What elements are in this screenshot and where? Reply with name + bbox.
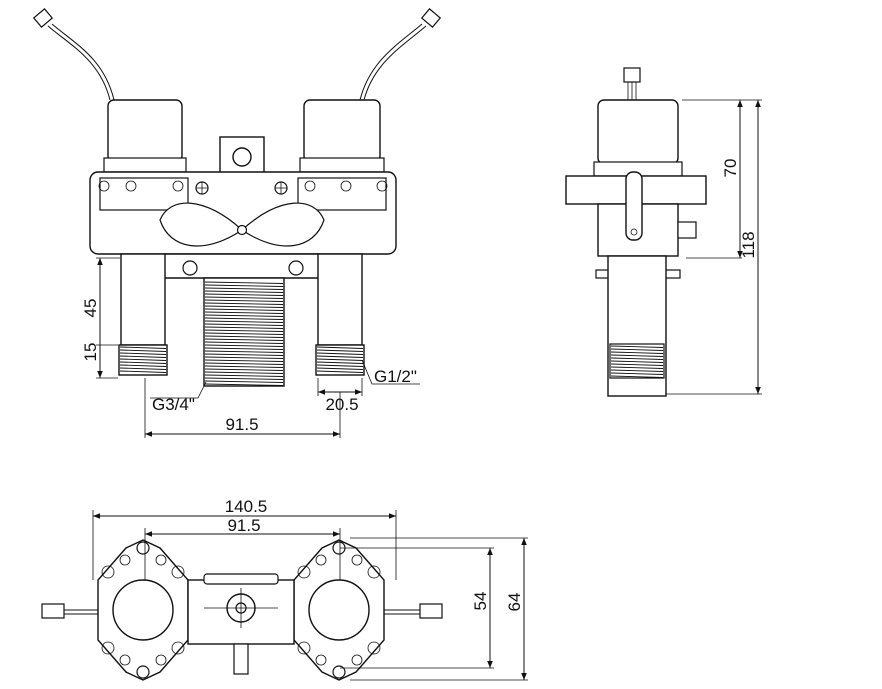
thread-line xyxy=(204,341,284,344)
thread-line xyxy=(316,358,364,361)
thread-line xyxy=(610,369,664,372)
thread-line xyxy=(316,361,364,364)
thread-line xyxy=(204,371,284,374)
side-view: 70 118 xyxy=(565,67,762,397)
dim-118-label: 118 xyxy=(739,231,758,258)
left-wire xyxy=(32,8,115,101)
thread-line xyxy=(204,353,284,356)
front-dimensions: 45 15 91.5 20.5 G3/4" G1/2" xyxy=(81,257,420,438)
dim-91-5-top-label: 91.5 xyxy=(227,516,260,535)
center-body-top xyxy=(187,573,295,675)
thread-line xyxy=(610,363,664,366)
left-valve-top xyxy=(97,539,189,681)
thread-line xyxy=(316,349,364,352)
thread-line xyxy=(119,364,167,367)
thread-line xyxy=(204,305,284,308)
thread-line xyxy=(204,317,284,320)
thread-line xyxy=(119,349,167,352)
thread-line xyxy=(204,362,284,365)
thread-line xyxy=(204,329,284,332)
thread-line xyxy=(204,350,284,353)
thread-line xyxy=(204,284,284,287)
thread-line xyxy=(119,346,167,349)
thread-line xyxy=(316,352,364,355)
thread-line xyxy=(316,370,364,373)
thread-line xyxy=(204,359,284,362)
thread-g1-2-label: G1/2" xyxy=(374,367,417,386)
dim-54-label: 54 xyxy=(471,592,490,611)
center-inlet-pipe xyxy=(203,277,285,387)
thread-g3-4-label: G3/4" xyxy=(152,395,195,414)
top-view: 140.5 91.5 54 64 xyxy=(41,497,528,681)
side-thread-lines xyxy=(610,345,664,378)
thread-line xyxy=(204,302,284,305)
side-coil xyxy=(597,99,679,165)
thread-line xyxy=(316,364,364,367)
left-coil xyxy=(107,99,183,163)
dim-70-label: 70 xyxy=(721,159,740,178)
thread-line xyxy=(610,348,664,351)
thread-line xyxy=(204,365,284,368)
thread-line xyxy=(316,367,364,370)
front-view: 45 15 91.5 20.5 G3/4" G1/2" xyxy=(32,8,442,438)
right-coil xyxy=(303,99,381,163)
thread-line xyxy=(204,287,284,290)
thread-line xyxy=(610,354,664,357)
thread-line xyxy=(610,375,664,378)
thread-line xyxy=(610,372,664,375)
dim-45-label: 45 xyxy=(81,299,100,318)
thread-line xyxy=(119,370,167,373)
thread-line xyxy=(204,380,284,383)
thread-line xyxy=(204,296,284,299)
thread-line xyxy=(204,293,284,296)
thread-line xyxy=(204,377,284,380)
thread-line xyxy=(119,352,167,355)
thread-line xyxy=(610,357,664,360)
thread-line xyxy=(204,332,284,335)
dim-91-5-front-label: 91.5 xyxy=(225,415,258,434)
thread-line xyxy=(204,308,284,311)
side-dimensions: 70 118 xyxy=(666,99,762,395)
thread-line xyxy=(119,358,167,361)
thread-line xyxy=(204,383,284,386)
thread-line xyxy=(204,281,284,284)
thread-line xyxy=(204,320,284,323)
thread-line xyxy=(204,323,284,326)
thread-line xyxy=(204,314,284,317)
thread-line xyxy=(316,346,364,349)
right-valve-top xyxy=(293,539,385,681)
thread-line xyxy=(204,299,284,302)
thread-line xyxy=(204,344,284,347)
thread-line xyxy=(204,368,284,371)
thread-line xyxy=(204,326,284,329)
thread-line xyxy=(119,361,167,364)
thread-line xyxy=(610,351,664,354)
valve-body xyxy=(89,171,397,279)
thread-line xyxy=(119,355,167,358)
thread-line xyxy=(204,290,284,293)
thread-line xyxy=(316,355,364,358)
right-wire xyxy=(359,8,442,101)
thread-lines xyxy=(119,281,364,386)
thread-line xyxy=(610,345,664,348)
dim-20-5-label: 20.5 xyxy=(325,395,358,414)
dim-15-label: 15 xyxy=(81,343,100,362)
dim-64-label: 64 xyxy=(505,593,524,612)
thread-line xyxy=(610,360,664,363)
thread-line xyxy=(119,367,167,370)
thread-line xyxy=(204,356,284,359)
thread-line xyxy=(204,338,284,341)
dim-140-5-label: 140.5 xyxy=(225,497,268,516)
thread-line xyxy=(610,366,664,369)
thread-line xyxy=(204,335,284,338)
thread-line xyxy=(204,347,284,350)
thread-line xyxy=(204,374,284,377)
thread-line xyxy=(204,311,284,314)
top-dimensions: 140.5 91.5 54 64 xyxy=(92,497,528,681)
